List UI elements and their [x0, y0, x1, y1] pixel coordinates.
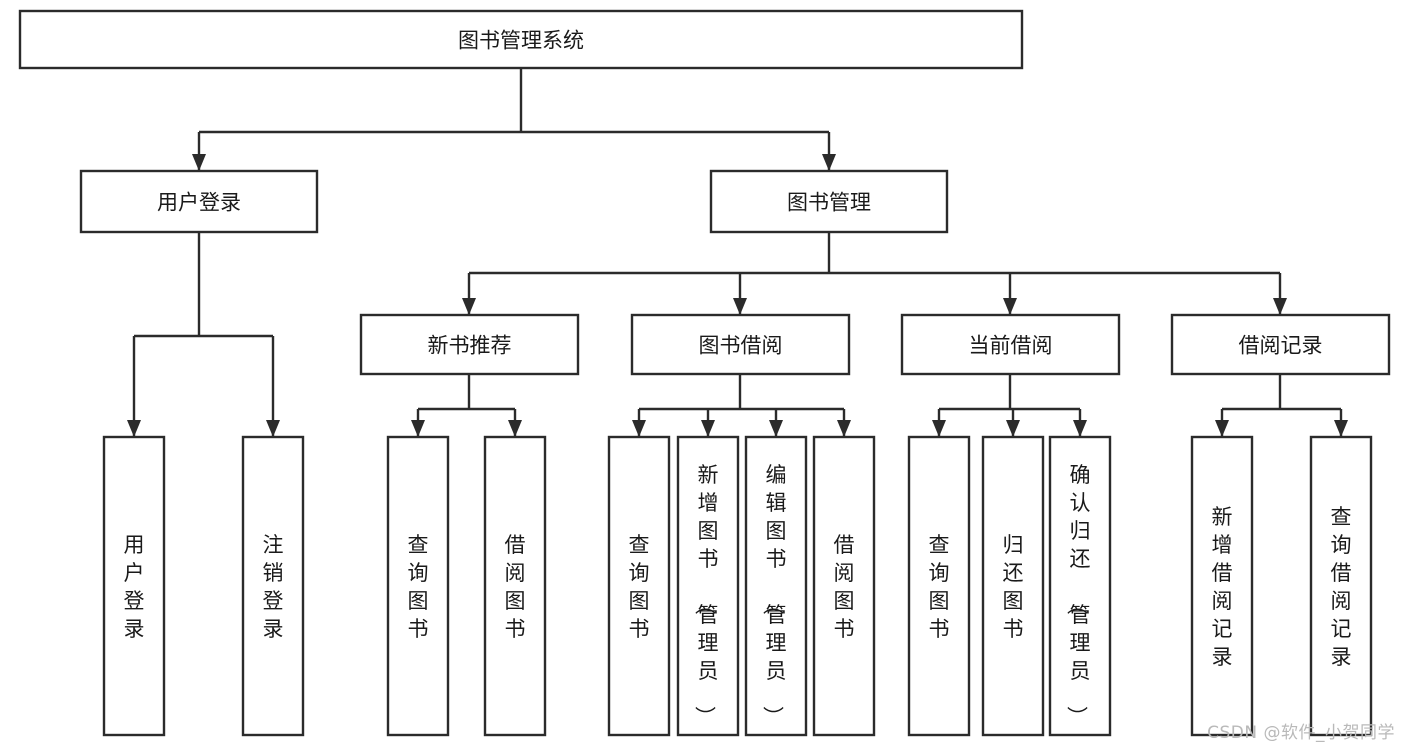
arrow-head-icon: [1334, 420, 1348, 437]
node-label: 借阅图书: [834, 533, 855, 641]
node-label: 归还图书: [1003, 533, 1024, 641]
node-box[interactable]: [744, 435, 808, 737]
arrow-head-icon: [192, 154, 206, 171]
node-borrow-record[interactable]: 借阅记录: [1170, 313, 1391, 376]
node-box[interactable]: [981, 435, 1045, 737]
node-leaf-query-borrow-record[interactable]: 查询借阅记录: [1309, 435, 1373, 737]
arrow-head-icon: [508, 420, 522, 437]
node-leaf-add-borrow-record[interactable]: 新增借阅记录: [1190, 435, 1254, 737]
node-label: 新增借阅记录: [1212, 505, 1233, 669]
node-leaf-confirm-return[interactable]: 确认归还（管理员）: [1048, 435, 1112, 737]
connectors-layer: [127, 68, 1348, 437]
node-leaf-borrow-book-2[interactable]: 借阅图书: [812, 435, 876, 737]
arrow-head-icon: [733, 298, 747, 315]
node-new-book-recommend[interactable]: 新书推荐: [359, 313, 580, 376]
node-book-manage[interactable]: 图书管理: [709, 169, 949, 234]
node-label: 查询图书: [408, 533, 429, 641]
node-box[interactable]: [483, 435, 547, 737]
node-box[interactable]: [630, 313, 851, 376]
node-leaf-user-login[interactable]: 用户登录: [102, 435, 166, 737]
node-label: 图书管理: [787, 191, 871, 215]
arrow-head-icon: [127, 420, 141, 437]
node-label: 图书管理系统: [458, 29, 584, 53]
arrow-head-icon: [462, 298, 476, 315]
node-box[interactable]: [386, 435, 450, 737]
node-box[interactable]: [241, 435, 305, 737]
node-book-borrow[interactable]: 图书借阅: [630, 313, 851, 376]
node-user-login[interactable]: 用户登录: [79, 169, 319, 234]
node-leaf-borrow-book-1[interactable]: 借阅图书: [483, 435, 547, 737]
arrow-head-icon: [1003, 298, 1017, 315]
arrow-head-icon: [1273, 298, 1287, 315]
arrow-head-icon: [1215, 420, 1229, 437]
node-label: 借阅记录: [1239, 334, 1323, 358]
arrow-head-icon: [769, 420, 783, 437]
node-leaf-query-book-1[interactable]: 查询图书: [386, 435, 450, 737]
node-box[interactable]: [709, 169, 949, 234]
node-box[interactable]: [900, 313, 1121, 376]
node-leaf-edit-book[interactable]: 编辑图书（管理员）: [744, 435, 808, 737]
node-label: 新增图书（管理员）: [693, 463, 719, 727]
nodes-layer: 图书管理系统用户登录图书管理新书推荐图书借阅当前借阅借阅记录用户登录注销登录查询…: [18, 9, 1391, 737]
arrow-head-icon: [632, 420, 646, 437]
node-label: 查询图书: [929, 533, 950, 641]
arrow-head-icon: [266, 420, 280, 437]
node-label: 用户登录: [124, 533, 145, 641]
node-box[interactable]: [79, 169, 319, 234]
node-box[interactable]: [102, 435, 166, 737]
node-box[interactable]: [907, 435, 971, 737]
arrow-head-icon: [701, 420, 715, 437]
node-box[interactable]: [676, 435, 740, 737]
node-box[interactable]: [1190, 435, 1254, 737]
arrow-head-icon: [1006, 420, 1020, 437]
node-leaf-query-book-3[interactable]: 查询图书: [907, 435, 971, 737]
node-label: 注销登录: [263, 533, 284, 641]
node-label: 借阅图书: [505, 533, 526, 641]
arrow-head-icon: [411, 420, 425, 437]
node-label: 查询图书: [629, 533, 650, 641]
node-label: 图书借阅: [699, 334, 783, 358]
node-label: 编辑图书（管理员）: [761, 463, 787, 727]
node-leaf-return-book[interactable]: 归还图书: [981, 435, 1045, 737]
node-box[interactable]: [359, 313, 580, 376]
node-box[interactable]: [1048, 435, 1112, 737]
node-label: 用户登录: [157, 191, 241, 215]
node-leaf-add-book[interactable]: 新增图书（管理员）: [676, 435, 740, 737]
arrow-head-icon: [1073, 420, 1087, 437]
node-leaf-query-book-2[interactable]: 查询图书: [607, 435, 671, 737]
node-box[interactable]: [607, 435, 671, 737]
node-root-system[interactable]: 图书管理系统: [18, 9, 1024, 70]
node-leaf-logout-login[interactable]: 注销登录: [241, 435, 305, 737]
node-box[interactable]: [812, 435, 876, 737]
node-label: 当前借阅: [969, 334, 1053, 358]
arrow-head-icon: [822, 154, 836, 171]
node-current-borrow[interactable]: 当前借阅: [900, 313, 1121, 376]
csdn-watermark: CSDN @软件_小贺同学: [1207, 723, 1395, 743]
node-label: 新书推荐: [428, 334, 512, 358]
arrow-head-icon: [837, 420, 851, 437]
node-box[interactable]: [1309, 435, 1373, 737]
arrow-head-icon: [932, 420, 946, 437]
node-box[interactable]: [1170, 313, 1391, 376]
node-box[interactable]: [18, 9, 1024, 70]
node-label: 确认归还（管理员）: [1065, 463, 1091, 727]
node-label: 查询借阅记录: [1331, 505, 1352, 669]
